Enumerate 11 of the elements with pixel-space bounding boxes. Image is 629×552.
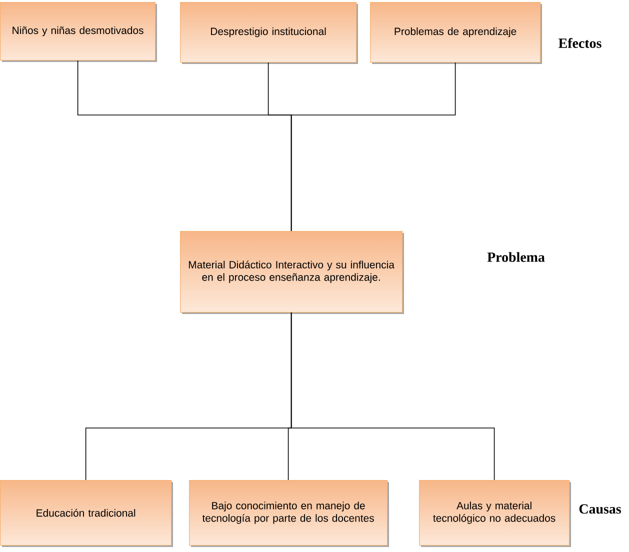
process-box: Educación tradicional xyxy=(0,480,173,547)
process-box: Niños y niñas desmotivados xyxy=(0,2,157,62)
section-heading: Problema xyxy=(487,252,545,262)
connector-line xyxy=(290,62,456,232)
process-box: Desprestigio institucional xyxy=(180,2,358,64)
process-box: Material Didáctico Interactivo y su influencia en el proceso enseñanza aprendizaje. xyxy=(180,230,404,314)
connector-line xyxy=(290,312,495,480)
process-box: Bajo conocimiento en manejo de tecnología por parte de los docentes xyxy=(189,480,389,547)
section-heading: Efectos xyxy=(558,38,602,48)
process-box: Problemas de aprendizaje xyxy=(370,2,542,64)
process-box: Aulas y material tecnológico no adecuados xyxy=(419,480,571,547)
